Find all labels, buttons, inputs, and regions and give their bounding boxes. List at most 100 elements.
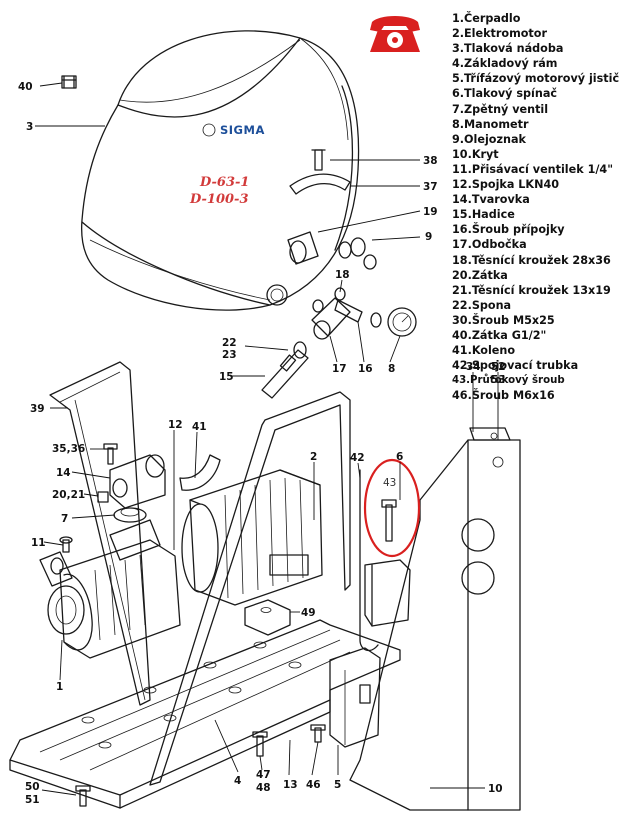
legend-item: 21.Těsnící kroužek 13x19 (452, 283, 611, 297)
legend-item: 22.Spona (452, 298, 512, 312)
branch-fitting (311, 287, 363, 340)
gasket-ring (338, 241, 352, 259)
legend-item: 15.Hadice (452, 208, 515, 222)
callout-7: 7 (61, 513, 68, 525)
tank-plug (61, 75, 77, 89)
legend-item: 16.Šroub přípojky (452, 223, 565, 237)
tank-brand: SIGMA (220, 123, 265, 137)
tank-bracket (289, 149, 351, 195)
callout-22: 22 (222, 337, 237, 349)
legend-item: 20.Zátka (452, 268, 508, 282)
base-frame (9, 619, 401, 809)
callout-17: 17 (332, 363, 347, 375)
legend-item: 4.Základový rám (452, 57, 558, 71)
connecting-tube (359, 469, 379, 652)
gasket-ring-2 (350, 237, 366, 257)
legend-item: 43.Průtokový šroub (452, 375, 565, 387)
callout-8: 8 (388, 363, 395, 375)
manometer (370, 307, 417, 337)
callout-37: 37 (423, 181, 438, 193)
hose (261, 341, 309, 399)
valve-11 (59, 536, 73, 553)
callout-41: 41 (192, 421, 207, 433)
legend-item: 1.Čerpadlo (452, 12, 521, 25)
callout-15: 15 (219, 371, 234, 383)
legend-item: 14.Tvarovka (452, 193, 530, 207)
callout-18: 18 (335, 269, 350, 281)
callout-35-36: 35,36 (52, 443, 85, 455)
legend-item: 41.Koleno (452, 344, 516, 358)
callout-42: 42 (350, 452, 365, 464)
callout-52: 52 (491, 361, 506, 373)
frame-leg-rear (49, 361, 151, 706)
callout-10: 10 (488, 783, 503, 795)
legend-item: 18.Těsnící kroužek 28x36 (452, 253, 611, 267)
callout-19: 19 (423, 206, 438, 218)
legend-item: 8.Manometr (452, 117, 529, 131)
flow-screw (381, 499, 397, 542)
highlight-label: 43 (383, 477, 396, 489)
motor-breaker (329, 647, 381, 748)
legend-item: 46.Šroub M6x16 (452, 389, 555, 403)
callout-12: 12 (168, 419, 183, 431)
callout-47: 47 (256, 769, 271, 781)
callout-48: 48 (256, 782, 271, 794)
legend-item: 7.Zpětný ventil (452, 102, 549, 116)
pressure-switch (364, 559, 411, 627)
callout-34: 34 (466, 361, 481, 373)
mounting-block (244, 599, 291, 636)
fitting-elbow (109, 454, 166, 509)
callout-46: 46 (306, 779, 321, 791)
telephone-icon (370, 16, 420, 52)
legend-item: 2.Elektromotor (452, 27, 547, 41)
callout-11: 11 (31, 537, 46, 549)
legend-item: 11.Přisávací ventilek 1/4" (452, 162, 614, 176)
callout-20-21: 20,21 (52, 489, 85, 501)
bolt-35 (103, 443, 118, 465)
callout-14: 14 (56, 467, 71, 479)
legend-item: 17.Odbočka (452, 238, 527, 252)
callout-1: 1 (56, 681, 63, 693)
callout-38: 38 (423, 155, 438, 167)
legend-item: 10.Kryt (452, 147, 499, 161)
pump (39, 539, 181, 659)
legend-item: 6.Tlakový spínač (452, 87, 558, 101)
leader-lines (35, 82, 499, 796)
screw-46 (310, 724, 326, 743)
gasket-ring-3 (363, 254, 377, 270)
callout-3: 3 (26, 121, 33, 133)
callout-4: 4 (234, 775, 241, 787)
tank-model-line-1: D-63-1 (199, 175, 249, 190)
callout-9: 9 (425, 231, 432, 243)
highlight-oval (363, 458, 421, 558)
legend-item: 9.Olejoznak (452, 132, 526, 146)
callout-6: 6 (396, 451, 403, 463)
coupling (109, 519, 161, 561)
legend-item: 3.Tlaková nádoba (452, 42, 564, 56)
legend-item: 30.Šroub M5x25 (452, 313, 555, 327)
screw-50 (75, 785, 91, 807)
callout-2: 2 (310, 451, 317, 463)
legend-item: 42.Spojovací trubka (452, 359, 579, 373)
plug-20 (97, 491, 109, 503)
legend-item: 5.Třífázový motorový jistič (452, 72, 620, 86)
tank-model-line-2: D-100-3 (189, 192, 249, 207)
callout-5: 5 (334, 779, 341, 791)
callout-40: 40 (18, 81, 33, 93)
callout-16: 16 (358, 363, 373, 375)
callout-39: 39 (30, 403, 45, 415)
callout-53: 53 (491, 374, 506, 386)
callout-49: 49 (301, 607, 316, 619)
legend-item: 12.Spojka LKN40 (452, 178, 560, 192)
tank-outlet-nipple (287, 231, 319, 265)
legend-item: 40.Zátka G1/2" (452, 328, 547, 342)
callout-labels: 40 3 38 37 19 9 18 22 23 15 17 16 8 39 1… (18, 81, 506, 806)
cover (349, 427, 521, 811)
callout-13: 13 (283, 779, 298, 791)
electric-motor (181, 469, 323, 606)
elbow-41 (179, 454, 221, 491)
check-valve (113, 507, 147, 523)
pressure-tank (80, 30, 360, 311)
